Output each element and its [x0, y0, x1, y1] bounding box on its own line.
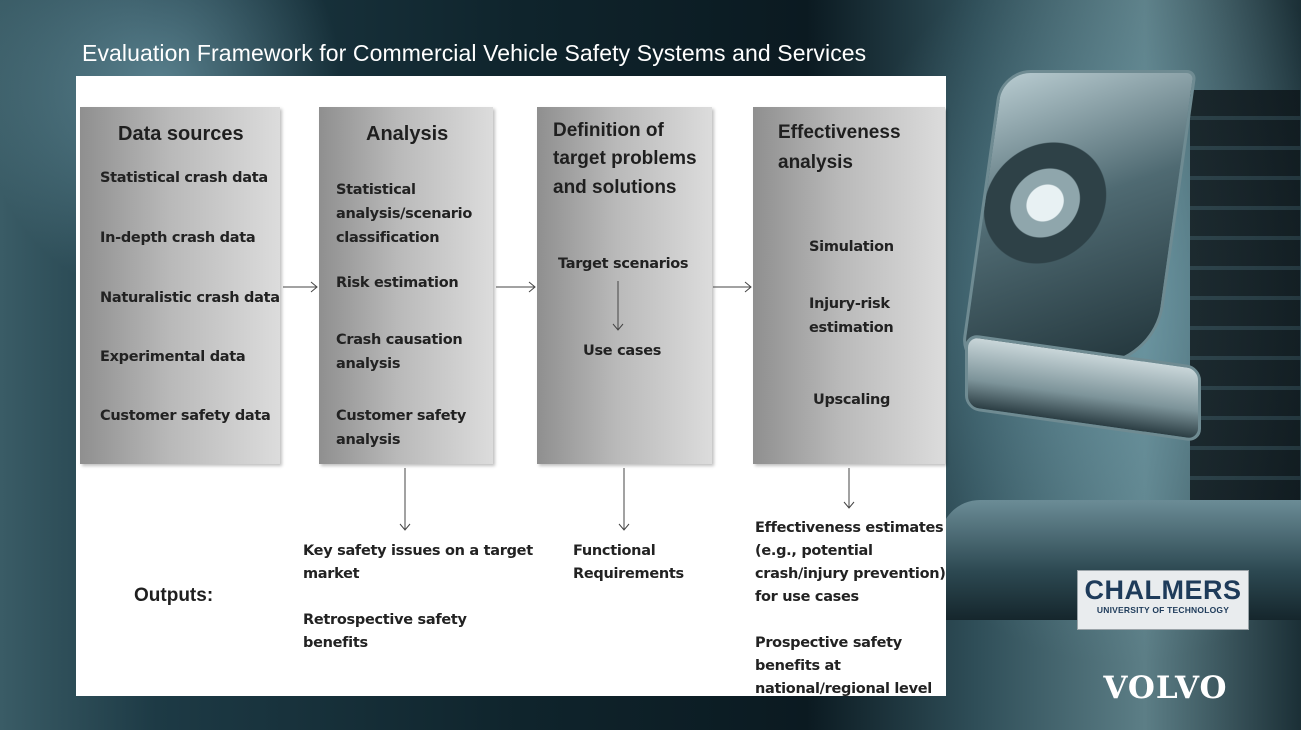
item-crash-causation: Crash causation — [336, 332, 463, 348]
output-analysis-line-1: Key safety issues on a target — [303, 543, 533, 559]
item-crash-causation-analysis: analysis — [336, 356, 401, 372]
box-analysis — [319, 107, 493, 464]
box-definition — [537, 107, 712, 464]
output-definition-line-2: Requirements — [573, 566, 684, 582]
item-naturalistic-crash-data: Naturalistic crash data — [100, 290, 280, 306]
chalmers-logo-subtitle: UNIVERSITY OF TECHNOLOGY — [1096, 605, 1230, 615]
item-estimation: estimation — [809, 320, 894, 336]
data-sources-heading: Data sources — [118, 123, 244, 145]
output-effectiveness-line-4: for use cases — [755, 589, 859, 605]
volvo-logo: VOLVO — [1103, 670, 1228, 706]
item-upscaling: Upscaling — [813, 392, 891, 408]
output-analysis-line-2: market — [303, 566, 360, 582]
output-effectiveness-line-3: crash/injury prevention) — [755, 566, 946, 582]
item-use-cases: Use cases — [583, 343, 662, 359]
output-effectiveness-line-7: national/regional level — [755, 681, 932, 697]
item-simulation: Simulation — [809, 239, 894, 255]
arrow-target-to-use-cases — [612, 281, 624, 331]
output-effectiveness-line-1: Effectiveness estimates — [755, 520, 944, 536]
slide-title: Evaluation Framework for Commercial Vehi… — [82, 40, 867, 66]
item-in-depth-crash-data: In-depth crash data — [100, 230, 256, 246]
item-analysis-scenario: analysis/scenario — [336, 206, 472, 222]
item-customer-safety: Customer safety — [336, 408, 467, 424]
item-statistical-crash-data: Statistical crash data — [100, 170, 268, 186]
effectiveness-heading-line-2: analysis — [778, 152, 853, 173]
outputs-label: Outputs: — [134, 585, 214, 606]
definition-heading-line-1: Definition of — [553, 120, 664, 141]
item-customer-safety-data: Customer safety data — [100, 408, 271, 424]
item-injury-risk: Injury-risk — [809, 296, 890, 312]
arrow-analysis-to-output — [399, 468, 411, 531]
output-effectiveness-line-6: benefits at — [755, 658, 841, 674]
item-target-scenarios: Target scenarios — [558, 256, 689, 272]
effectiveness-heading-line-1: Effectiveness — [778, 122, 901, 143]
output-analysis-line-4: benefits — [303, 635, 368, 651]
arrow-analysis-to-definition — [496, 281, 536, 293]
definition-heading-line-2: target problems — [553, 148, 697, 169]
arrow-effectiveness-to-output — [843, 468, 855, 509]
item-classification: classification — [336, 230, 440, 246]
output-analysis-line-3: Retrospective safety — [303, 612, 467, 628]
output-effectiveness-line-2: (e.g., potential — [755, 543, 873, 559]
item-statistical: Statistical — [336, 182, 416, 198]
chalmers-logo-name: CHALMERS — [1084, 575, 1242, 605]
analysis-heading: Analysis — [366, 123, 449, 145]
output-effectiveness-line-5: Prospective safety — [755, 635, 902, 651]
item-experimental-data: Experimental data — [100, 349, 246, 365]
box-data-sources — [80, 107, 280, 464]
item-risk-estimation: Risk estimation — [336, 275, 459, 291]
arrow-definition-to-effectiveness — [713, 281, 752, 293]
box-effectiveness — [753, 107, 945, 464]
output-definition-line-1: Functional — [573, 543, 656, 559]
chalmers-logo: CHALMERS UNIVERSITY OF TECHNOLOGY — [1077, 570, 1249, 630]
item-customer-safety-analysis: analysis — [336, 432, 401, 448]
truck-grille — [1190, 90, 1300, 560]
arrow-sources-to-analysis — [283, 281, 318, 293]
arrow-definition-to-output — [618, 468, 630, 531]
definition-heading-line-3: and solutions — [553, 177, 677, 198]
